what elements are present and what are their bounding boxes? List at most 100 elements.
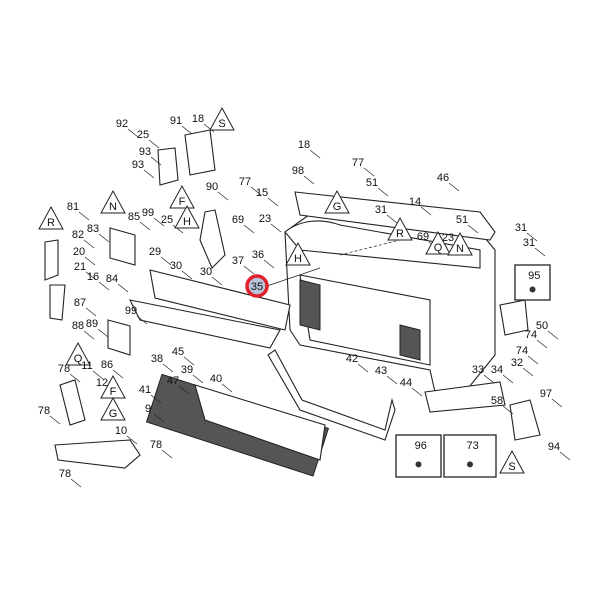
- callout-label[interactable]: 14: [409, 196, 421, 208]
- callout-label[interactable]: 40: [210, 373, 222, 385]
- callout-label[interactable]: 94: [548, 441, 560, 453]
- callout-label[interactable]: 83: [87, 223, 99, 235]
- callout-label[interactable]: 88: [72, 320, 84, 332]
- callout-label[interactable]: 74: [516, 345, 528, 357]
- callout-label[interactable]: 38: [151, 353, 163, 365]
- callout-label[interactable]: 18: [192, 113, 204, 125]
- leader-line: [150, 394, 162, 404]
- callout-label[interactable]: 45: [172, 346, 184, 358]
- triangle-letter: R: [47, 217, 55, 229]
- callout-label[interactable]: 25: [161, 214, 173, 226]
- leader-line: [98, 233, 110, 243]
- leader-line: [70, 478, 82, 488]
- callout-label[interactable]: 86: [101, 359, 113, 371]
- callout-label[interactable]: 31: [375, 204, 387, 216]
- callout-label[interactable]: 9: [145, 403, 151, 415]
- callout-label[interactable]: 87: [74, 297, 86, 309]
- leader-line: [502, 374, 514, 384]
- callout-label[interactable]: 51: [456, 214, 468, 226]
- triangle-letter: N: [109, 201, 117, 213]
- inset-label[interactable]: 95: [528, 270, 540, 282]
- callout-label[interactable]: 46: [437, 172, 449, 184]
- leader-line: [483, 374, 495, 384]
- callout-label[interactable]: 31: [523, 237, 535, 249]
- callout-label[interactable]: 23: [442, 232, 454, 244]
- callout-label[interactable]: 30: [170, 260, 182, 272]
- callout-label[interactable]: 44: [400, 377, 412, 389]
- callout-label[interactable]: 11: [81, 360, 92, 372]
- callout-label[interactable]: 47: [167, 375, 179, 387]
- callout-label[interactable]: 18: [298, 139, 310, 151]
- callout-label[interactable]: 69: [232, 214, 244, 226]
- triangle-letter: F: [179, 196, 186, 208]
- callout-label[interactable]: 78: [59, 468, 71, 480]
- leader-line: [221, 383, 233, 393]
- callout-label[interactable]: 30: [200, 266, 212, 278]
- callout-label[interactable]: 77: [352, 157, 364, 169]
- callout-label[interactable]: 99: [125, 305, 137, 317]
- callout-label[interactable]: 21: [74, 261, 86, 273]
- callout-label[interactable]: 98: [292, 165, 304, 177]
- callout-label[interactable]: 10: [115, 425, 127, 437]
- bracket-93: [157, 147, 179, 186]
- callout-label[interactable]: 78: [38, 405, 50, 417]
- callout-label[interactable]: 32: [511, 357, 523, 369]
- callout-label[interactable]: 78: [58, 363, 70, 375]
- triangle-icon: [425, 230, 451, 255]
- callout-label[interactable]: 12: [96, 377, 108, 389]
- callout-label[interactable]: 16: [87, 271, 99, 283]
- lamp-bracket-11: [59, 379, 86, 426]
- leader-line: [363, 167, 375, 177]
- leader-line: [84, 256, 96, 266]
- callout-label[interactable]: 92: [116, 118, 128, 130]
- callout-label[interactable]: 31: [515, 222, 527, 234]
- leader-line: [127, 128, 139, 138]
- leader-line: [203, 123, 215, 133]
- callout-label[interactable]: 50: [536, 320, 548, 332]
- callout-label[interactable]: 29: [149, 246, 161, 258]
- callout-label[interactable]: 82: [72, 229, 84, 241]
- callout-label[interactable]: 58: [491, 395, 503, 407]
- triangle-letter: Q: [434, 242, 443, 254]
- leader-line-35: [266, 267, 321, 287]
- callout-label[interactable]: 36: [252, 249, 264, 261]
- callout-label[interactable]: 42: [346, 353, 358, 365]
- callout-label[interactable]: 99: [142, 207, 154, 219]
- callout-label[interactable]: 23: [259, 213, 271, 225]
- callout-label[interactable]: 78: [150, 439, 162, 451]
- callout-label[interactable]: 20: [73, 246, 85, 258]
- callout-label[interactable]: 89: [86, 318, 98, 330]
- callout-label[interactable]: 90: [206, 181, 218, 193]
- callout-label[interactable]: 93: [139, 146, 151, 158]
- callout-label[interactable]: 39: [181, 364, 193, 376]
- callout-label[interactable]: 77: [239, 176, 251, 188]
- callout-label[interactable]: 74: [525, 329, 537, 341]
- callout-label[interactable]: 41: [139, 384, 151, 396]
- callout-label[interactable]: 91: [170, 115, 182, 127]
- callout-label[interactable]: 33: [472, 364, 484, 376]
- callout-label[interactable]: 43: [375, 365, 387, 377]
- leader-line: [192, 374, 204, 384]
- plate-86: [107, 319, 131, 356]
- inset-label[interactable]: 96: [415, 440, 427, 452]
- triangle-icon: [447, 231, 473, 256]
- callout-label[interactable]: 15: [256, 187, 268, 199]
- callout-label[interactable]: 84: [106, 273, 118, 285]
- bracket-87: [49, 284, 66, 321]
- callout-label[interactable]: 97: [540, 388, 552, 400]
- inset-label[interactable]: 73: [466, 440, 478, 452]
- callout-label[interactable]: 34: [491, 364, 503, 376]
- callout-label[interactable]: 25: [137, 129, 149, 141]
- callout-label[interactable]: 51: [366, 177, 378, 189]
- callout-35-highlight[interactable]: 35: [245, 274, 269, 298]
- callout-label[interactable]: 81: [67, 201, 79, 213]
- callout-label[interactable]: 37: [232, 255, 244, 267]
- leader-line: [178, 385, 190, 395]
- leader-line: [534, 247, 546, 257]
- leader-line: [309, 149, 321, 159]
- leader-line: [85, 271, 97, 281]
- callout-label[interactable]: 93: [132, 159, 144, 171]
- callout-label[interactable]: 85: [128, 211, 140, 223]
- triangle-icon: [285, 241, 311, 266]
- callout-label[interactable]: 69: [417, 231, 429, 243]
